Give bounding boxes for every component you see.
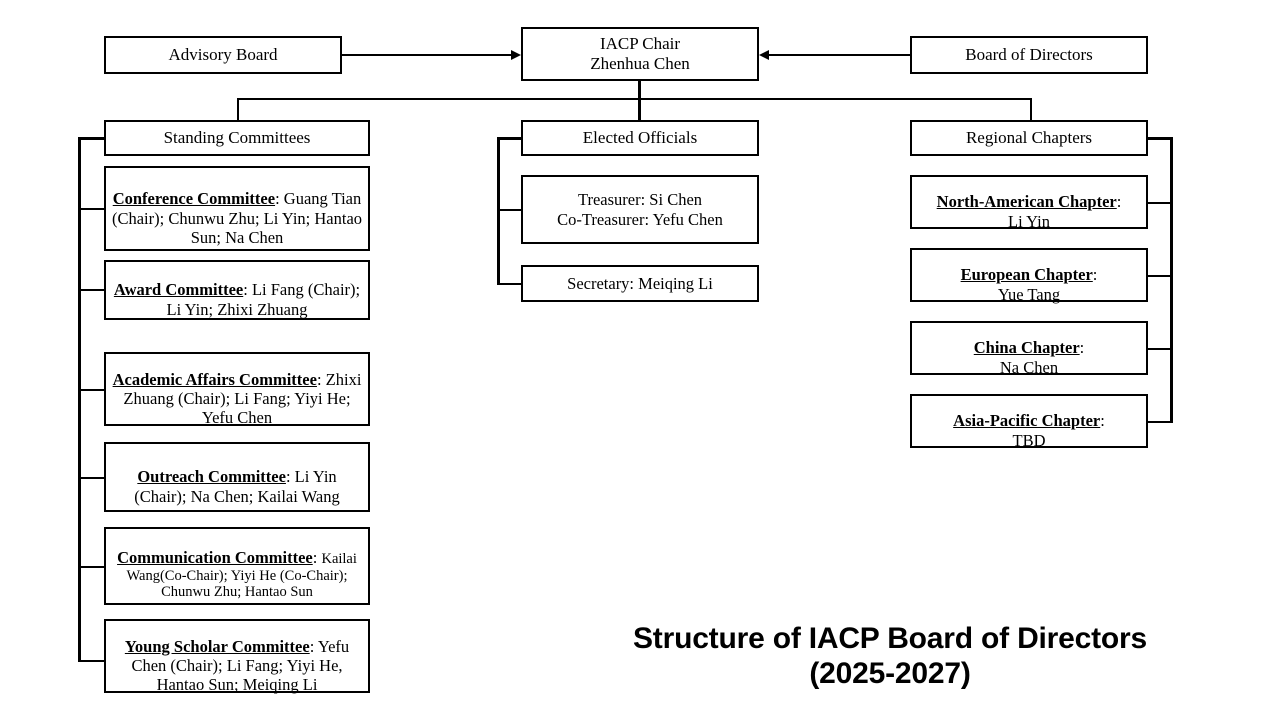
european-chapter-heading: European Chapter [960,265,1093,285]
bracket-standing-stub-3 [78,389,106,391]
page-title: Structure of IACP Board of Directors (20… [633,622,1147,690]
asia-pacific-chapter-members: TBD [1012,430,1046,450]
north-american-chapter-heading: North-American Chapter [936,192,1117,212]
bracket-regional-stub-header [1146,137,1173,140]
china-chapter-members: Na Chen [999,357,1059,377]
node-academic-affairs-committee[interactable]: Academic Affairs Committee: Zhixi Zhuang… [104,352,370,428]
treasurers-text: Treasurer: Si Chen Co-Treasurer: Yefu Ch… [557,190,723,229]
bracket-elected-stub-header [497,137,523,140]
iacp-chair-label: IACP Chair Zhenhua Chen [590,34,690,73]
node-treasurers[interactable]: Treasurer: Si Chen Co-Treasurer: Yefu Ch… [521,175,759,244]
bracket-regional-stub-1 [1146,202,1173,204]
node-award-committee[interactable]: Award Committee: Li Fang (Chair); Li Yin… [104,260,370,320]
conference-committee-colon: : [275,189,284,209]
china-chapter-heading: China Chapter [973,338,1080,358]
node-young-scholar-committee[interactable]: Young Scholar Committee: Yefu Chen (Chai… [104,619,370,695]
bracket-regional-stub-4 [1146,421,1173,423]
connector-advisory-to-chair [342,54,511,56]
elected-officials-label: Elected Officials [582,128,698,148]
node-north-american-chapter[interactable]: North-American Chapter: Li Yin [910,175,1148,231]
connector-drop-regional [1030,98,1032,121]
conference-committee-members: Guang Tian (Chair); Chunwu Zhu; Li Yin; … [111,189,363,247]
outreach-committee-members: Li Yin (Chair); Na Chen; Kailai Wang [134,467,340,506]
secretary-text: Secretary: Meiqing Li [567,273,713,293]
connector-main-bus [237,98,1032,100]
north-american-chapter-members: Li Yin [1007,211,1050,231]
north-american-chapter-colon: : [1116,192,1122,212]
bracket-standing-stub-6 [78,660,106,662]
board-of-directors-label: Board of Directors [965,45,1093,65]
node-secretary[interactable]: Secretary: Meiqing Li [521,265,759,302]
node-china-chapter[interactable]: China Chapter: Na Chen [910,321,1148,377]
bracket-elected-stub-2 [497,283,523,285]
outreach-committee-colon: : [285,467,295,487]
young-scholar-committee-members: Yefu Chen (Chair); Li Fang; Yiyi He, Han… [131,636,350,695]
china-chapter-colon: : [1079,338,1085,358]
bracket-elected-stub-1 [497,209,523,211]
asia-pacific-chapter-heading: Asia-Pacific Chapter [953,411,1101,431]
communication-committee-members: Kailai Wang(Co-Chair); Yiyi He (Co-Chair… [126,550,357,601]
node-iacp-chair[interactable]: IACP Chair Zhenhua Chen [521,27,759,81]
bracket-elected-spine [497,137,500,285]
node-regional-chapters-header[interactable]: Regional Chapters [910,120,1148,156]
award-committee-colon: : [243,280,252,300]
connector-board-to-chair [769,54,910,56]
award-committee-heading: Award Committee [113,280,244,300]
advisory-board-label: Advisory Board [168,45,278,65]
connector-drop-standing [237,98,239,121]
arrowhead-board-to-chair [759,50,769,60]
bracket-regional-stub-2 [1146,275,1173,277]
bracket-standing-stub-header [78,137,106,140]
bracket-standing-stub-1 [78,208,106,210]
node-standing-committees-header[interactable]: Standing Committees [104,120,370,156]
arrowhead-advisory-to-chair [511,50,521,60]
european-chapter-colon: : [1092,265,1098,285]
conference-committee-heading: Conference Committee [112,189,276,209]
communication-committee-heading: Communication Committee [117,547,313,567]
node-advisory-board[interactable]: Advisory Board [104,36,342,74]
bracket-regional-stub-3 [1146,348,1173,350]
bracket-standing-stub-2 [78,289,106,291]
standing-committees-label: Standing Committees [163,128,311,148]
award-committee-members: Li Fang (Chair); Li Yin; Zhixi Zhuang [166,280,361,319]
bracket-standing-stub-5 [78,566,106,568]
node-european-chapter[interactable]: European Chapter: Yue Tang [910,248,1148,304]
bracket-standing-spine [78,137,81,661]
communication-committee-colon: : [312,547,322,567]
outreach-committee-heading: Outreach Committee [137,467,286,487]
regional-chapters-label: Regional Chapters [965,128,1093,148]
node-board-of-directors[interactable]: Board of Directors [910,36,1148,74]
academic-affairs-committee-heading: Academic Affairs Committee [112,369,317,389]
node-communication-committee[interactable]: Communication Committee: Kailai Wang(Co-… [104,527,370,605]
node-outreach-committee[interactable]: Outreach Committee: Li Yin (Chair); Na C… [104,442,370,512]
connector-drop-elected [638,98,641,121]
node-asia-pacific-chapter[interactable]: Asia-Pacific Chapter: TBD [910,394,1148,450]
academic-affairs-committee-members: Zhixi Zhuang (Chair); Li Fang; Yiyi He; … [123,369,362,428]
european-chapter-members: Yue Tang [997,284,1061,304]
young-scholar-committee-colon: : [309,636,318,656]
bracket-standing-stub-4 [78,477,106,479]
academic-affairs-committee-colon: : [316,369,326,389]
young-scholar-committee-heading: Young Scholar Committee [124,636,310,656]
asia-pacific-chapter-colon: : [1100,411,1105,431]
node-conference-committee[interactable]: Conference Committee: Guang Tian (Chair)… [104,166,370,251]
bracket-regional-spine [1170,137,1173,422]
node-elected-officials-header[interactable]: Elected Officials [521,120,759,156]
connector-chair-stem [638,81,641,100]
